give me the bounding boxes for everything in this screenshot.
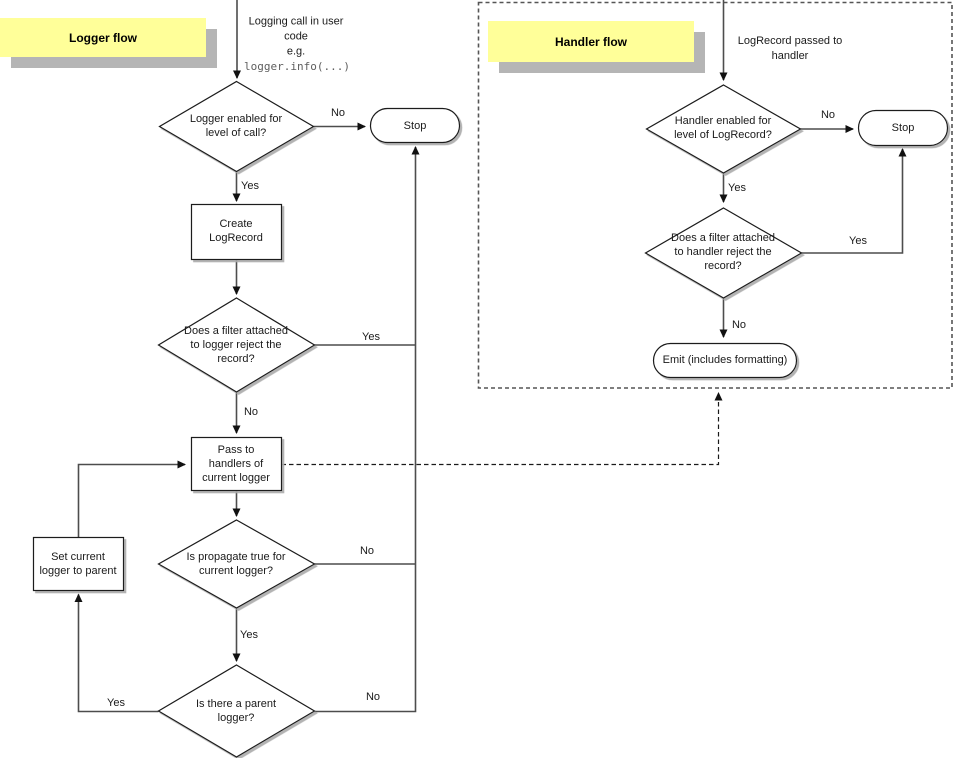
propagate-diamond bbox=[157, 519, 316, 609]
handler-start-note: LogRecord passed to handler bbox=[737, 35, 843, 62]
edge-setparent-to-pass bbox=[77, 460, 186, 538]
edge-label-enabled-yes: Yes bbox=[241, 180, 259, 192]
edge-label-hfilter-no: No bbox=[731, 319, 747, 331]
edge-label-hfilter-yes: Yes bbox=[849, 235, 867, 247]
logger-enabled-label: Logger enabled for level of call? bbox=[189, 113, 283, 139]
handler-filter-label: Does a filter attached to handler reject… bbox=[671, 232, 775, 272]
logger-filter-label: Does a filter attached to logger reject … bbox=[184, 325, 288, 365]
edge-label-parent-yes: Yes bbox=[107, 697, 125, 709]
parent-logger-diamond bbox=[157, 664, 316, 758]
propagate-label: Is propagate true for current logger? bbox=[186, 551, 286, 577]
logger-stop-terminator bbox=[369, 107, 461, 144]
handler-filter-diamond bbox=[644, 207, 803, 299]
edge-pass-to-handler-flow-dashed bbox=[281, 392, 723, 466]
pass-to-handlers-label: Pass to handlers of current logger bbox=[202, 444, 270, 484]
set-current-logger-label: Set current logger to parent bbox=[39, 551, 117, 577]
logger-stop-label: Stop bbox=[403, 120, 427, 132]
edge-label-propagate-no: No bbox=[359, 545, 375, 557]
edge-hfilter-yes-to-stop bbox=[801, 148, 907, 254]
edge-label-henabled-no: No bbox=[820, 109, 836, 121]
handler-enabled-diamond bbox=[645, 84, 802, 174]
handler-stop-label: Stop bbox=[891, 122, 915, 134]
logger-start-note-code: logger.info(...) bbox=[244, 60, 350, 73]
logger-enabled-diamond bbox=[158, 80, 315, 173]
emit-label: Emit (includes formatting) bbox=[662, 354, 788, 366]
handler-stop-terminator bbox=[857, 109, 949, 147]
logger-flow-title: Logger flow bbox=[0, 18, 206, 57]
emit-terminator bbox=[652, 342, 798, 379]
logger-start-note: Logging call in user code e.g. bbox=[248, 15, 344, 58]
edge-label-filter-no: No bbox=[243, 406, 259, 418]
create-logrecord-label: Create LogRecord bbox=[209, 218, 263, 244]
handler-enabled-label: Handler enabled for level of LogRecord? bbox=[674, 115, 772, 141]
logger-flow-title-text: Logger flow bbox=[69, 30, 137, 45]
set-current-logger-box bbox=[32, 536, 125, 592]
logger-filter-diamond bbox=[157, 297, 316, 393]
create-logrecord-box bbox=[190, 203, 283, 261]
edge-label-filter-yes: Yes bbox=[362, 331, 380, 343]
pass-to-handlers-box bbox=[190, 436, 283, 492]
edge-trunk-to-stop bbox=[314, 146, 420, 713]
handler-flow-title-text: Handler flow bbox=[554, 34, 627, 49]
edge-label-parent-no: No bbox=[365, 691, 381, 703]
handler-flow-border bbox=[477, 1, 953, 389]
parent-logger-label: Is there a parent logger? bbox=[195, 698, 277, 724]
edge-label-propagate-yes: Yes bbox=[240, 629, 258, 641]
handler-flow-title: Handler flow bbox=[488, 21, 694, 62]
edge-label-henabled-yes: Yes bbox=[728, 182, 746, 194]
edge-label-enabled-no: No bbox=[330, 107, 346, 119]
edge-parent-yes-to-setparent bbox=[74, 593, 159, 713]
